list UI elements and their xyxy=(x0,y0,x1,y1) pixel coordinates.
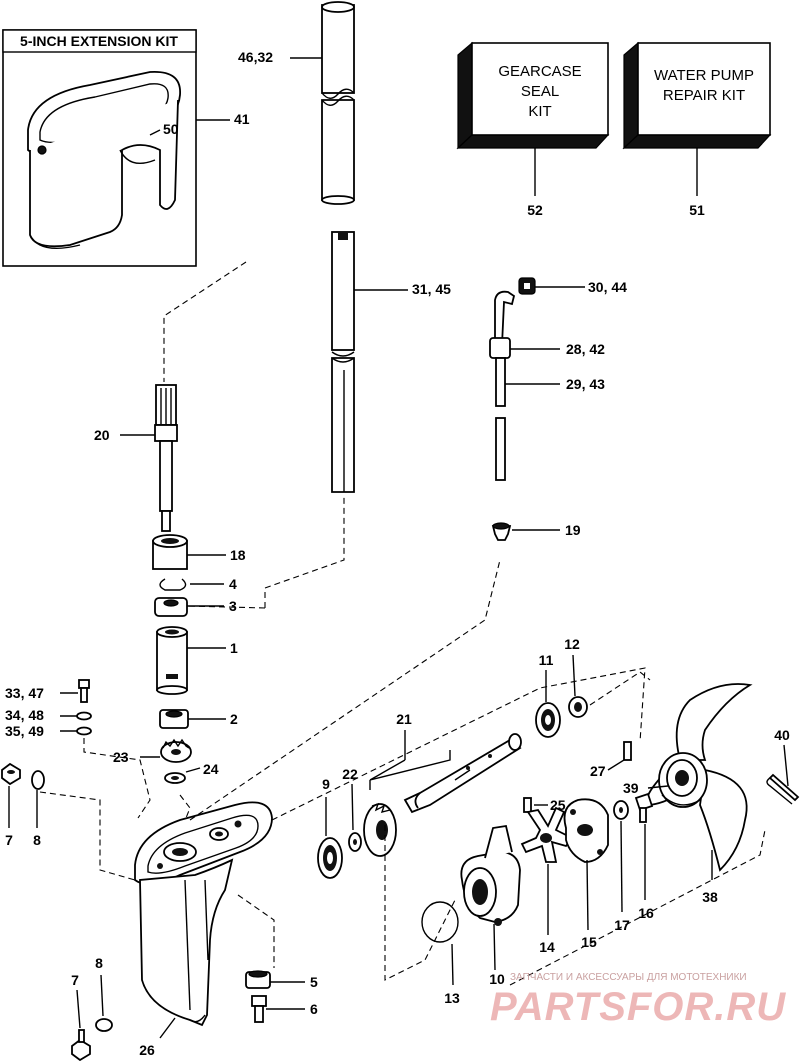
grommet-19-part xyxy=(491,522,512,541)
label-51: 51 xyxy=(689,202,705,218)
label-35-49: 35, 49 xyxy=(5,723,44,739)
pin-25-part xyxy=(523,797,532,813)
label-14: 14 xyxy=(539,939,555,955)
washer-8-lower-part xyxy=(95,1018,113,1032)
label-19: 19 xyxy=(565,522,581,538)
water-pump-repair-kit: WATER PUMP REPAIR KIT xyxy=(622,41,772,150)
label-7-lower: 7 xyxy=(71,972,79,988)
label-10: 10 xyxy=(489,971,505,987)
label-5: 5 xyxy=(310,974,318,990)
label-27: 27 xyxy=(590,763,606,779)
screw-16-part xyxy=(634,792,654,823)
label-17: 17 xyxy=(614,917,630,933)
thrust-bearing-3-part xyxy=(154,597,188,617)
label-22: 22 xyxy=(342,766,358,782)
washer-8-upper-part xyxy=(31,770,45,790)
label-18: 18 xyxy=(230,547,246,563)
o-ring-13-part xyxy=(421,901,459,943)
label-24: 24 xyxy=(203,761,219,777)
label-8-upper: 8 xyxy=(33,832,41,848)
bearing-11-part xyxy=(535,702,561,738)
extension-kit-title: 5-INCH EXTENSION KIT xyxy=(20,33,178,49)
gearcase-housing-part xyxy=(134,801,273,1027)
pinion-nut-24-part xyxy=(164,772,186,784)
label-41: 41 xyxy=(234,111,250,127)
nut-7-lower-part xyxy=(71,1029,91,1061)
label-13: 13 xyxy=(444,990,460,1006)
driveshaft-tube-part xyxy=(321,1,355,205)
label-2: 2 xyxy=(230,711,238,727)
bearing-9-part xyxy=(317,837,343,879)
label-15: 15 xyxy=(581,934,597,950)
bushing-18-part xyxy=(152,534,188,570)
label-34-48: 34, 48 xyxy=(5,707,44,723)
label-11: 11 xyxy=(539,652,554,668)
watermark-caption: ЗАПЧАСТИ И АКСЕССУАРЫ ДЛЯ МОТОТЕХНИКИ xyxy=(510,972,747,983)
washer-35-49-part xyxy=(76,726,92,736)
driveshaft-part xyxy=(331,231,355,493)
label-52: 52 xyxy=(527,202,543,218)
label-33-47: 33, 47 xyxy=(5,685,44,701)
label-30-44: 30, 44 xyxy=(588,279,627,295)
screw-6-part xyxy=(251,995,267,1023)
pinion-gear-23-part xyxy=(160,738,192,763)
bearing-housing-1-part xyxy=(156,626,188,695)
label-8-lower: 8 xyxy=(95,955,103,971)
label-31-45: 31, 45 xyxy=(412,281,451,297)
pinion-shaft-part xyxy=(154,384,178,532)
forward-gear-part xyxy=(363,802,397,857)
label-29-43: 29, 43 xyxy=(566,376,605,392)
label-40: 40 xyxy=(774,727,790,743)
watermark-logo: ЗАПЧАСТИ И АКСЕССУАРЫ ДЛЯ МОТОТЕХНИКИ PA… xyxy=(490,972,786,1029)
propeller-part xyxy=(646,683,753,872)
label-50: 50 xyxy=(163,121,179,137)
retaining-ring-4-part xyxy=(159,578,187,591)
label-6: 6 xyxy=(310,1001,318,1017)
seal-12-part xyxy=(568,696,588,718)
label-4: 4 xyxy=(229,576,237,592)
extension-kit-box: 5-INCH EXTENSION KIT 50 xyxy=(2,29,197,267)
assembly-dashed-lines xyxy=(39,261,766,986)
extension-housing-part xyxy=(27,71,181,249)
gearcase-kit-line3: KIT xyxy=(528,103,551,120)
gearcase-kit-line2: SEAL xyxy=(521,83,559,100)
pin-27-part xyxy=(623,741,632,761)
screw-33-47-part xyxy=(78,679,90,703)
label-39: 39 xyxy=(623,780,639,796)
label-1: 1 xyxy=(230,640,238,656)
label-46-32: 46,32 xyxy=(238,49,273,65)
plug-5-part xyxy=(245,970,271,989)
label-26: 26 xyxy=(139,1042,155,1058)
propeller-shaft-part xyxy=(403,733,522,814)
label-7-upper: 7 xyxy=(5,832,13,848)
water-pump-kit-line1: WATER PUMP xyxy=(654,67,754,84)
label-3: 3 xyxy=(229,598,237,614)
label-20: 20 xyxy=(94,427,110,443)
washer-34-48-part xyxy=(76,711,92,721)
bearing-2-part xyxy=(159,709,189,729)
nut-7-upper-part xyxy=(1,762,21,786)
label-25: 25 xyxy=(550,797,566,813)
gearcase-seal-kit: GEARCASE SEAL KIT xyxy=(456,41,610,150)
water-pump-kit-line2: REPAIR KIT xyxy=(663,87,745,104)
label-21: 21 xyxy=(396,711,412,727)
gearcase-kit-line1: GEARCASE xyxy=(498,63,581,80)
impeller-14-part xyxy=(520,806,574,863)
label-28-42: 28, 42 xyxy=(566,341,605,357)
label-9: 9 xyxy=(322,776,330,792)
label-38: 38 xyxy=(702,889,718,905)
watermark-logo-text: PARTSFOR.RU xyxy=(490,985,786,1029)
water-pump-cover-15-part xyxy=(563,798,609,863)
water-pump-housing-10-part xyxy=(460,824,521,926)
water-tube-part xyxy=(489,277,536,481)
cotter-pin-40-part xyxy=(768,773,800,802)
label-16: 16 xyxy=(638,905,654,921)
label-12: 12 xyxy=(564,636,580,652)
